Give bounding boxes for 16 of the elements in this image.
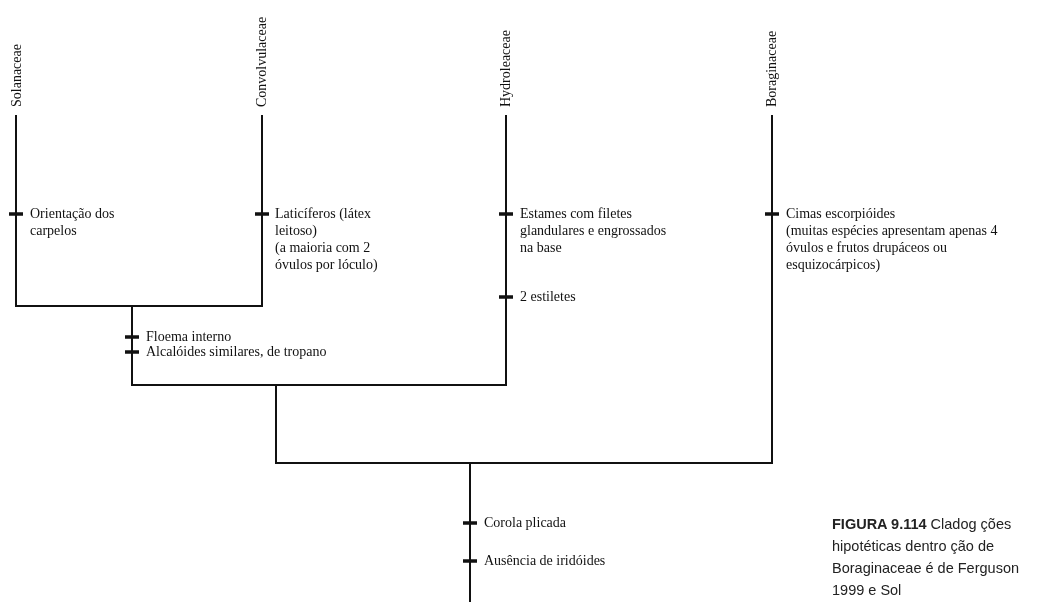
character-label: Alcalóides similares, de tropano bbox=[146, 343, 328, 360]
taxon-label: Solanaceae bbox=[9, 44, 25, 107]
character-label: Orientação dos carpelos bbox=[30, 205, 116, 239]
character-label: Laticíferos (látex leitoso) bbox=[275, 205, 372, 239]
taxon-label: Convolvulaceae bbox=[254, 16, 270, 107]
character-label: Floema interno bbox=[146, 328, 233, 345]
taxon-label: Boraginaceae bbox=[764, 30, 780, 107]
character-label: Ausência de iridóides bbox=[484, 552, 607, 569]
character-label: Cimas escorpióides bbox=[786, 205, 897, 222]
character-label: (a maioria com 2 óvulos por lóculo) bbox=[275, 239, 379, 273]
figure-caption: FIGURA 9.114 Cladog ções hipotéticas dentro ção de Boraginaceae é de Ferguson 1999 e Sol bbox=[832, 515, 1021, 600]
character-label: (muitas espécies apresentam apenas 4 óvulos e frutos drupáceos ou esquizocárpicos) bbox=[786, 222, 999, 273]
taxon-label: Hydroleaceae bbox=[498, 30, 514, 107]
character-label: Estames com filetes glandulares e engrossados na base bbox=[520, 205, 668, 256]
character-label: Corola plicada bbox=[484, 514, 568, 531]
character-label: 2 estiletes bbox=[520, 288, 577, 305]
